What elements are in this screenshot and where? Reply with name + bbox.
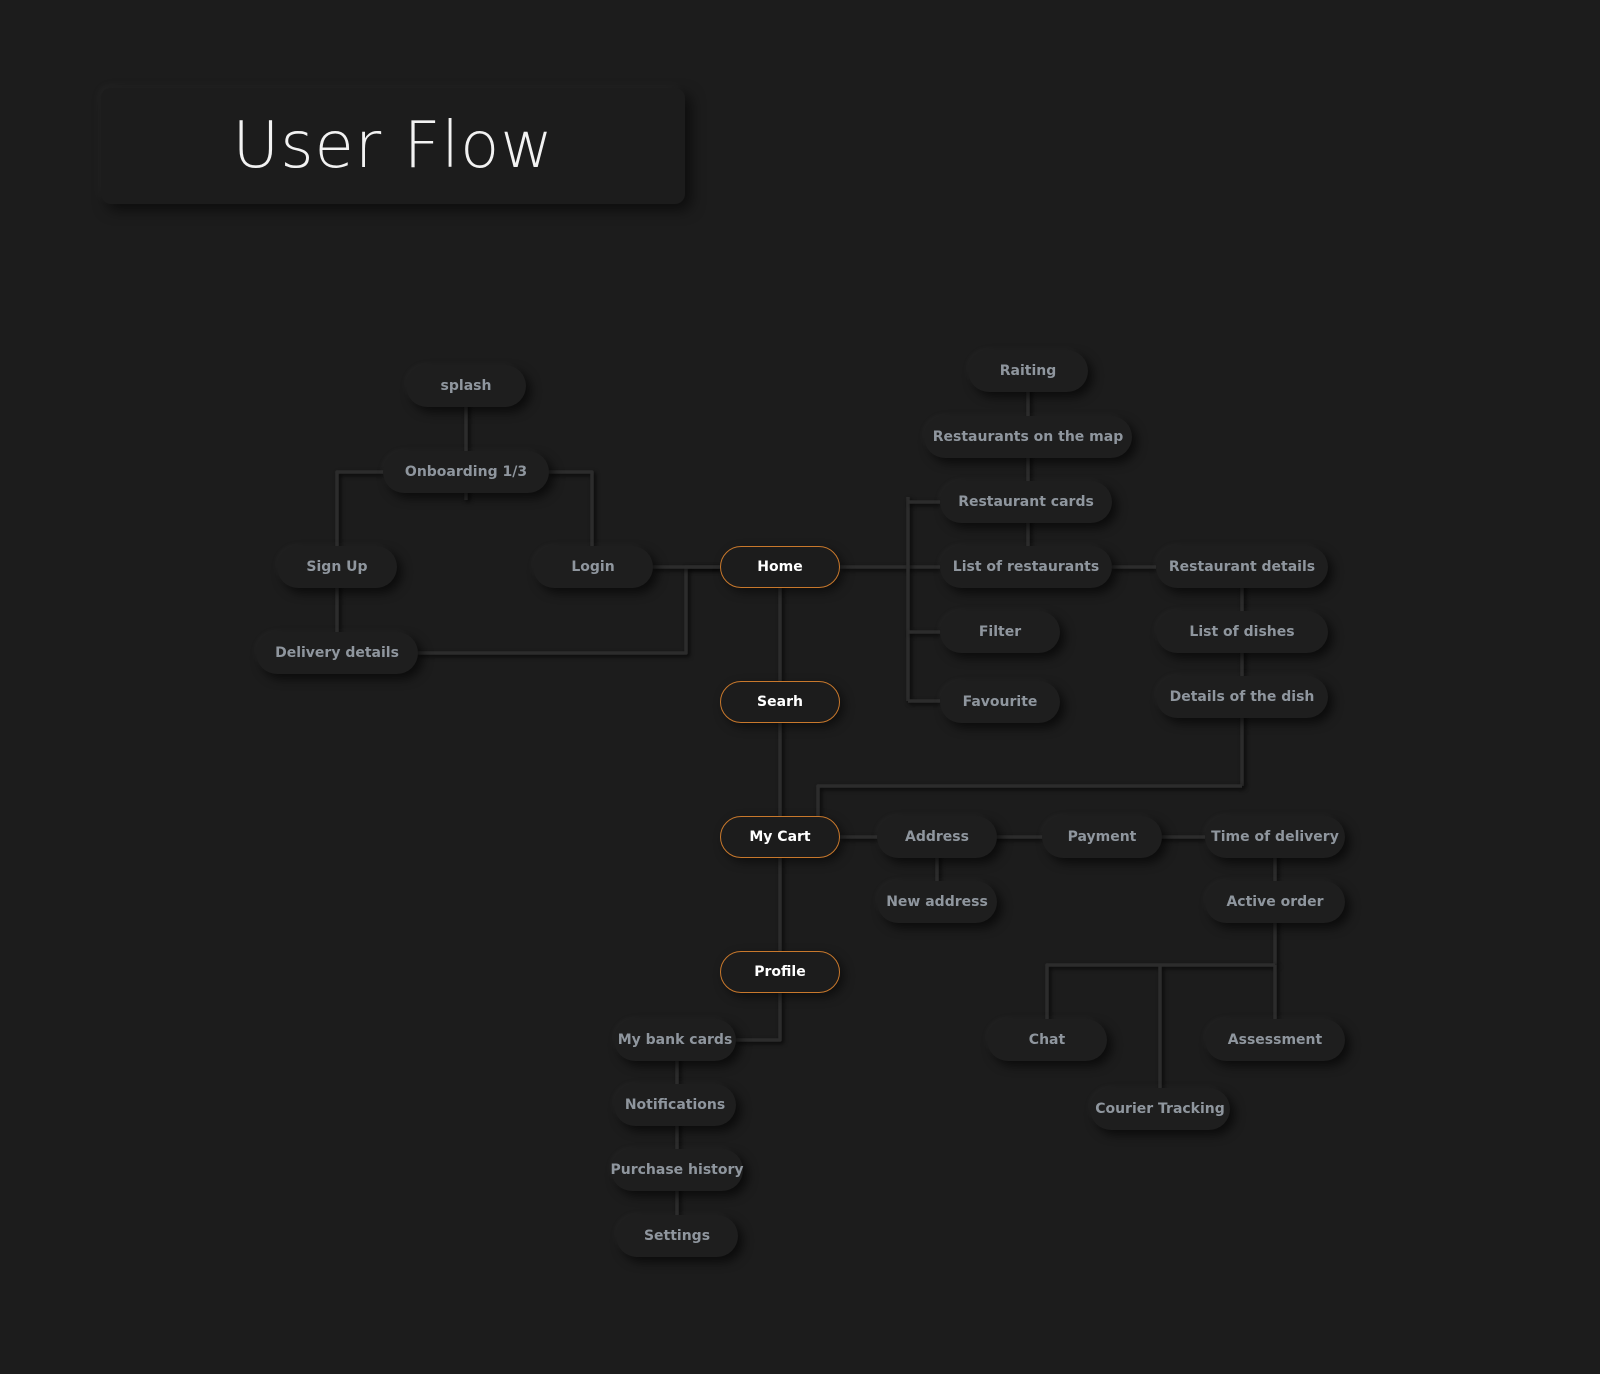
node-notifications[interactable]: Notifications bbox=[614, 1084, 736, 1126]
node-restaurants-on-map[interactable]: Restaurants on the map bbox=[924, 416, 1132, 458]
node-onboarding[interactable]: Onboarding 1/3 bbox=[383, 451, 549, 493]
node-list-of-dishes[interactable]: List of dishes bbox=[1156, 611, 1328, 653]
node-splash[interactable]: splash bbox=[406, 365, 526, 407]
title-panel: User Flow bbox=[101, 88, 685, 204]
node-sign-up[interactable]: Sign Up bbox=[277, 546, 397, 588]
node-new-address[interactable]: New address bbox=[877, 881, 997, 923]
node-details-of-dish[interactable]: Details of the dish bbox=[1156, 676, 1328, 718]
node-time-of-delivery[interactable]: Time of delivery bbox=[1205, 816, 1345, 858]
node-courier-tracking[interactable]: Courier Tracking bbox=[1090, 1088, 1230, 1130]
node-favourite[interactable]: Favourite bbox=[940, 681, 1060, 723]
link-main-spine bbox=[735, 567, 782, 1042]
node-payment[interactable]: Payment bbox=[1042, 816, 1162, 858]
page-title: User Flow bbox=[232, 109, 554, 183]
node-search[interactable]: Searh bbox=[720, 681, 840, 723]
node-profile[interactable]: Profile bbox=[720, 951, 840, 993]
node-delivery-details[interactable]: Delivery details bbox=[256, 632, 418, 674]
node-restaurant-details[interactable]: Restaurant details bbox=[1156, 546, 1328, 588]
node-filter[interactable]: Filter bbox=[940, 611, 1060, 653]
node-assessment[interactable]: Assessment bbox=[1205, 1019, 1345, 1061]
node-list-of-restaurants[interactable]: List of restaurants bbox=[940, 546, 1112, 588]
node-my-bank-cards[interactable]: My bank cards bbox=[614, 1019, 736, 1061]
node-chat[interactable]: Chat bbox=[987, 1019, 1107, 1061]
node-active-order[interactable]: Active order bbox=[1205, 881, 1345, 923]
node-my-cart[interactable]: My Cart bbox=[720, 816, 840, 858]
link-onboarding-signup bbox=[335, 470, 385, 567]
node-purchase-history[interactable]: Purchase history bbox=[611, 1149, 744, 1191]
node-address[interactable]: Address bbox=[877, 816, 997, 858]
node-settings[interactable]: Settings bbox=[616, 1215, 738, 1257]
node-home[interactable]: Home bbox=[720, 546, 840, 588]
node-restaurant-cards[interactable]: Restaurant cards bbox=[940, 481, 1112, 523]
node-raiting[interactable]: Raiting bbox=[968, 350, 1088, 392]
node-login[interactable]: Login bbox=[533, 546, 653, 588]
link-onboarding-login bbox=[548, 470, 594, 567]
